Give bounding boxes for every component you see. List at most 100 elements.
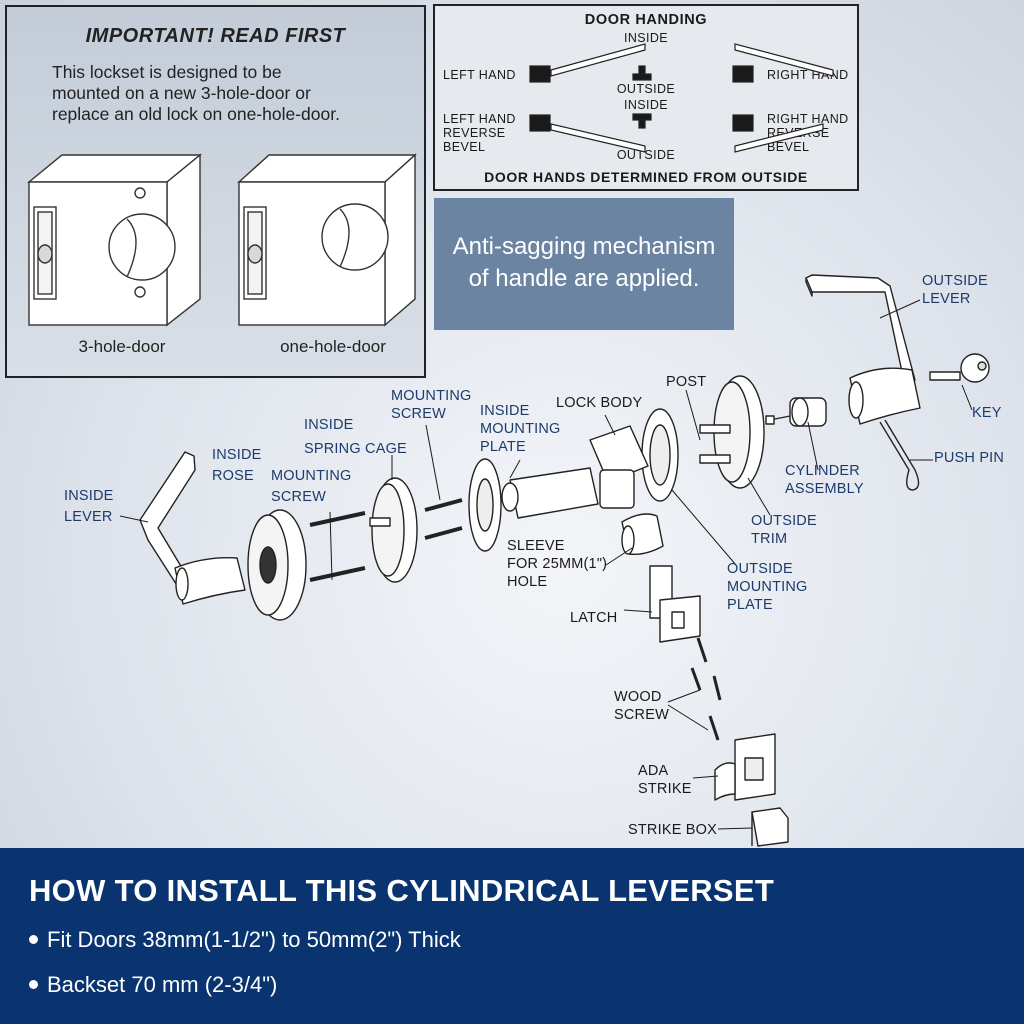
- lhrb-line: LEFT HAND: [443, 112, 516, 126]
- door-illustrations: [27, 153, 417, 327]
- label-mounting-screw-left: MOUNTING SCREW: [271, 467, 352, 506]
- door-handing-diagram: [529, 43, 834, 153]
- label-line: TRIM: [751, 531, 788, 547]
- three-hole-door-label: 3-hole-door: [78, 337, 166, 356]
- label-line: MOUNTING: [727, 579, 808, 595]
- important-text-line: This lockset is designed to be: [52, 62, 282, 82]
- exploded-parts-diagram: [119, 274, 990, 847]
- label-line: ASSEMBLY: [785, 481, 864, 497]
- sleeve-part: [621, 513, 664, 556]
- label-sleeve: SLEEVE FOR 25MM(1") HOLE: [507, 537, 607, 591]
- label-push-pin: PUSH PIN: [934, 450, 1005, 466]
- door-handing-panel: DOOR HANDING INSIDE LEFT HAND RIGHT HAND…: [433, 4, 859, 191]
- one-hole-door-label: one-hole-door: [280, 337, 386, 356]
- label-line: INSIDE: [64, 488, 114, 504]
- label-outside-lever: OUTSIDE LEVER: [922, 272, 988, 308]
- ada-strike-part: [714, 733, 776, 801]
- label-line: SCREW: [271, 489, 326, 505]
- label-line: MOUNTING: [391, 388, 472, 404]
- important-text: This lockset is designed to be mounted o…: [52, 62, 412, 125]
- leader-lines: [119, 299, 973, 830]
- inside-label-top: INSIDE: [623, 31, 669, 45]
- outside-label-top: OUTSIDE: [616, 82, 676, 96]
- latch-part: [649, 565, 701, 643]
- label-line: INSIDE: [212, 447, 262, 463]
- install-bullet: Backset 70 mm (2-3/4"): [29, 972, 277, 998]
- label-post: POST: [666, 374, 707, 390]
- anti-sag-callout: Anti-sagging mechanism of handle are app…: [434, 198, 734, 330]
- rhrb-line: RIGHT HAND: [767, 112, 849, 126]
- label-line: OUTSIDE: [922, 273, 988, 289]
- door-handing-title: DOOR HANDING: [584, 12, 708, 28]
- outside-mounting-plate-part: [641, 408, 679, 502]
- outside-trim-part: [699, 375, 765, 489]
- label-line: PLATE: [480, 439, 526, 455]
- label-line: WOOD: [614, 689, 662, 705]
- inside-spring-cage-part: [369, 477, 418, 583]
- label-line: MOUNTING: [271, 468, 352, 484]
- important-text-line: mounted on a new 3-hole-door or: [52, 83, 311, 103]
- push-pin-part: [879, 419, 920, 491]
- bullet-dot-icon: [29, 934, 38, 944]
- label-line: SPRING CAGE: [304, 441, 407, 457]
- rhrb-line: BEVEL: [767, 140, 810, 154]
- bullet-dot-icon: [29, 979, 38, 989]
- inside-rose-part: [247, 509, 307, 621]
- label-line: INSIDE: [480, 403, 530, 419]
- label-inside-lever: INSIDE LEVER: [64, 487, 114, 526]
- outside-label-bottom: OUTSIDE: [616, 148, 676, 162]
- label-line: ROSE: [212, 468, 254, 484]
- label-key: KEY: [972, 405, 1002, 421]
- inside-lever-part: [139, 451, 246, 605]
- label-line: LEVER: [922, 291, 971, 307]
- cylinder-assembly-part: [765, 397, 827, 427]
- label-line: STRIKE: [638, 781, 692, 797]
- install-title: HOW TO INSTALL THIS CYLINDRICAL LEVERSET: [29, 873, 775, 908]
- important-title: IMPORTANT! READ FIRST: [85, 25, 346, 47]
- label-inside-spring-cage: INSIDE SPRING CAGE: [304, 416, 407, 458]
- label-inside-mounting-plate: INSIDE MOUNTING PLATE: [480, 402, 561, 456]
- label-line: LEVER: [64, 509, 113, 525]
- bullet-text: Fit Doors 38mm(1-1/2") to 50mm(2") Thick: [47, 927, 461, 952]
- label-line: ADA: [638, 763, 669, 779]
- lock-body-part: [501, 425, 649, 519]
- inside-mounting-plate-part: [468, 458, 502, 552]
- label-outside-mounting-plate: OUTSIDE MOUNTING PLATE: [727, 560, 808, 614]
- label-outside-trim: OUTSIDE TRIM: [751, 512, 817, 548]
- inside-label-bottom: INSIDE: [623, 98, 669, 112]
- lhrb-line: REVERSE: [443, 126, 506, 140]
- label-line: HOLE: [507, 574, 548, 590]
- left-hand-label: LEFT HAND: [443, 68, 516, 82]
- label-line: OUTSIDE: [727, 561, 793, 577]
- strike-box-part: [751, 807, 789, 847]
- mounting-screws-top: [424, 498, 463, 540]
- anti-sag-line: Anti-sagging mechanism: [452, 233, 716, 260]
- left-hand-reverse-bevel-label: LEFT HAND REVERSE BEVEL: [443, 112, 516, 154]
- label-line: MOUNTING: [480, 421, 561, 437]
- label-line: SCREW: [391, 406, 446, 422]
- label-line: OUTSIDE: [751, 513, 817, 529]
- label-wood-screw: WOOD SCREW: [614, 688, 669, 724]
- label-latch: LATCH: [570, 610, 618, 626]
- install-bullet: Fit Doors 38mm(1-1/2") to 50mm(2") Thick: [29, 927, 461, 953]
- label-line: PLATE: [727, 597, 773, 613]
- label-line: CYLINDER: [785, 463, 860, 479]
- important-read-first-panel: IMPORTANT! READ FIRST This lockset is de…: [5, 5, 426, 378]
- door-hands-footer: DOOR HANDS DETERMINED FROM OUTSIDE: [484, 169, 808, 185]
- bullet-text: Backset 70 mm (2-3/4"): [47, 972, 278, 997]
- install-info-band: [0, 848, 1024, 1024]
- three-hole-door-drawing: [27, 153, 202, 327]
- key-part: [929, 353, 990, 383]
- label-line: FOR 25MM(1"): [507, 556, 608, 572]
- label-cylinder-assembly: CYLINDER ASSEMBLY: [785, 462, 864, 498]
- anti-sag-line: of handle are applied.: [468, 265, 700, 292]
- one-hole-door-drawing: [237, 153, 417, 327]
- label-strike-box: STRIKE BOX: [628, 822, 718, 838]
- mounting-screws-left: [309, 511, 366, 582]
- label-line: SCREW: [614, 707, 669, 723]
- important-text-line: replace an old lock on one-hole-door.: [52, 104, 340, 124]
- label-line: SLEEVE: [507, 538, 565, 554]
- label-mounting-screw-top: MOUNTING SCREW: [391, 387, 472, 423]
- anti-sag-text: Anti-sagging mechanism of handle are app…: [434, 231, 734, 295]
- label-lock-body: LOCK BODY: [556, 395, 643, 411]
